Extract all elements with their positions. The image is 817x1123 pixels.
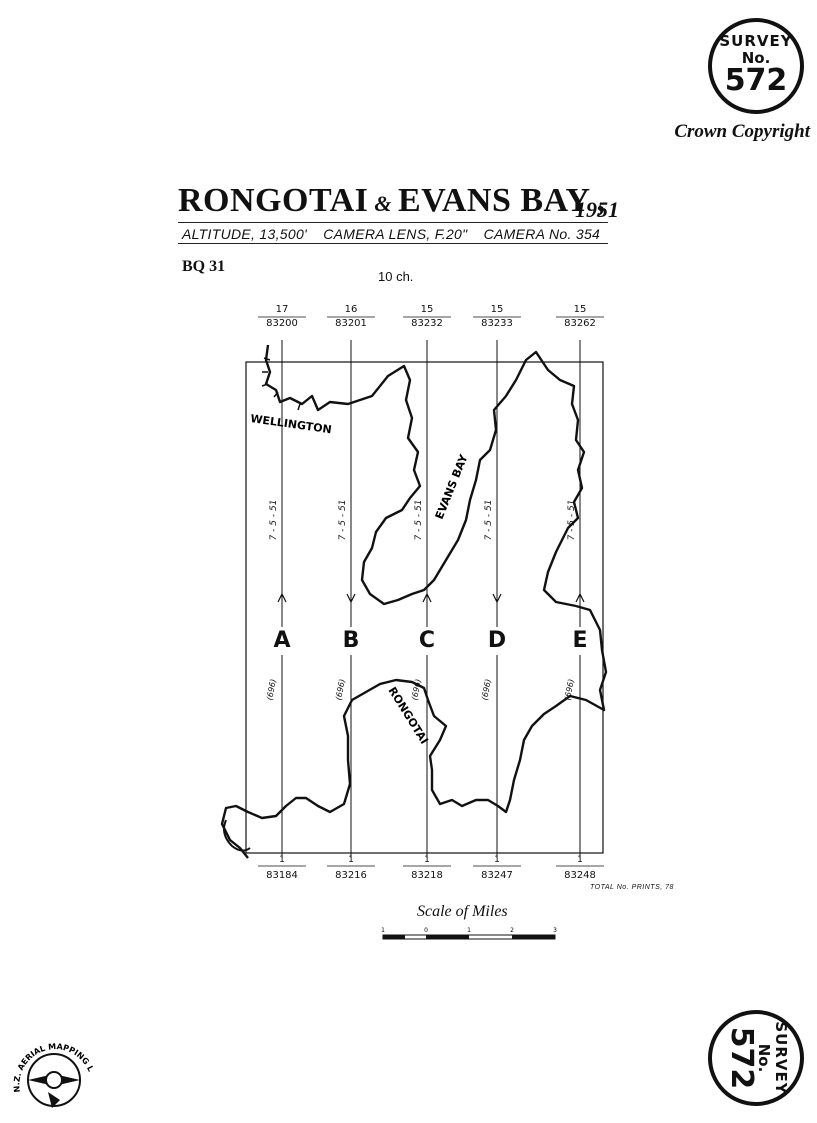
coastline-wellington (264, 344, 586, 608)
strip-date: 7 - 5 - 51 (484, 500, 494, 541)
lens-text: CAMERA LENS, F.20" (323, 226, 468, 242)
nz-aerial-mapping-logo: N.Z. AERIAL MAPPING LTD (8, 1030, 95, 1108)
scale-tick-1: 0 (424, 927, 428, 934)
scale-bar: 1 0 1 2 3 (381, 927, 557, 940)
strip-photo-bottom: 83248 (564, 870, 596, 881)
label-wellington: WELLINGTON (250, 412, 333, 436)
strip-code: (696) (265, 678, 278, 701)
camera-text: CAMERA No. 354 (483, 226, 601, 242)
strip-lines (258, 316, 604, 867)
strip-direction-arrow (277, 592, 287, 603)
strip-photo-bottom: 83247 (481, 870, 513, 881)
coastline-east (220, 604, 608, 859)
map-year: 1951 (575, 197, 619, 222)
seal-line-number: 572 (724, 1026, 759, 1090)
strip-photo-bottom: 83218 (411, 870, 443, 881)
map-title: RONGOTAI&EVANS BAY, (178, 182, 648, 220)
strip-code: (696) (410, 678, 423, 701)
strip-photo-top: 83262 (564, 318, 596, 329)
strip-letter: C (419, 628, 435, 653)
strip-run-top: 16 (345, 304, 358, 315)
seal-line-survey: SURVEY (772, 1021, 790, 1095)
scale-tick-4: 3 (553, 927, 557, 934)
crown-copyright: Crown Copyright (674, 121, 810, 142)
chain-scale-label: 10 ch. (378, 269, 414, 284)
strip-photo-top: 83233 (481, 318, 513, 329)
survey-number-seal-top: SURVEY No. 572 (708, 18, 804, 114)
strip-letter: A (273, 628, 290, 653)
strip-photo-top: 83200 (266, 318, 298, 329)
title-comma: , (596, 182, 606, 219)
strip-direction-arrow (346, 593, 356, 604)
strip-run-top: 15 (574, 304, 587, 315)
survey-number-seal-bottom: SURVEY No. 572 (708, 1010, 804, 1106)
scale-tick-0: 1 (381, 927, 385, 934)
map-frame (245, 361, 604, 854)
strip-date: 7 - 5 - 51 (567, 500, 577, 541)
seal-line-survey: SURVEY (719, 32, 793, 50)
strip-run-bottom: 1 (279, 855, 285, 865)
seal-line-number: 572 (724, 63, 788, 98)
strip-direction-arrow (575, 592, 585, 603)
seal-line-no: No. (741, 49, 771, 67)
strip-letter: E (572, 628, 587, 653)
altitude-text: ALTITUDE, 13,500' (182, 226, 308, 242)
scale-tick-3: 2 (510, 927, 514, 934)
strip-run-top: 17 (276, 304, 289, 315)
strip-photo-bottom: 83216 (335, 870, 367, 881)
strip-photo-top: 83232 (411, 318, 443, 329)
scale-tick-2: 1 (467, 927, 471, 934)
strip-run-top: 15 (491, 304, 504, 315)
coast-shading (261, 357, 301, 411)
logo-map-shape (48, 1092, 60, 1108)
label-rongotai: RONGOTAI (385, 685, 430, 747)
total-prints: TOTAL No. PRINTS, 78 (590, 884, 674, 891)
strip-letter: B (343, 628, 360, 653)
strip-code: (696) (334, 678, 347, 701)
strip-date: 7 - 5 - 51 (414, 500, 424, 541)
strip-code: (696) (563, 678, 576, 701)
strip-date: 7 - 5 - 51 (269, 500, 279, 541)
strip-direction-arrow (492, 593, 502, 604)
strip-run-bottom: 1 (424, 855, 430, 865)
strip-photo-top: 83201 (335, 318, 367, 329)
strip-letter: D (488, 628, 506, 653)
title-ampersand: & (374, 191, 393, 216)
strip-photo-bottom: 83184 (266, 870, 298, 881)
strip-run-bottom: 1 (494, 855, 500, 865)
south-headland (223, 819, 251, 852)
subtitle-underline (178, 243, 608, 244)
strip-run-bottom: 1 (348, 855, 354, 865)
strip-date: 7 - 5 - 51 (338, 500, 348, 541)
strip-run-bottom: 1 (577, 855, 583, 865)
logo-lens (45, 1071, 63, 1089)
title-part-rongotai: RONGOTAI (178, 182, 369, 219)
scale-bar-segment-1 (426, 935, 469, 939)
strip-direction-arrow (422, 592, 432, 603)
strip-code: (696) (480, 678, 493, 701)
label-evans-bay: EVANS BAY (433, 452, 471, 521)
scale-bar-segment-3 (512, 935, 555, 939)
sheet-reference: BQ 31 (182, 258, 226, 275)
scale-bar-segment-sub (383, 935, 405, 939)
scale-of-miles: Scale of Miles (417, 903, 508, 920)
map-subtitle: ALTITUDE, 13,500' CAMERA LENS, F.20" CAM… (182, 226, 612, 242)
title-underline (178, 222, 608, 223)
strip-run-top: 15 (421, 304, 434, 315)
title-part-evans-bay: EVANS BAY (398, 182, 591, 219)
